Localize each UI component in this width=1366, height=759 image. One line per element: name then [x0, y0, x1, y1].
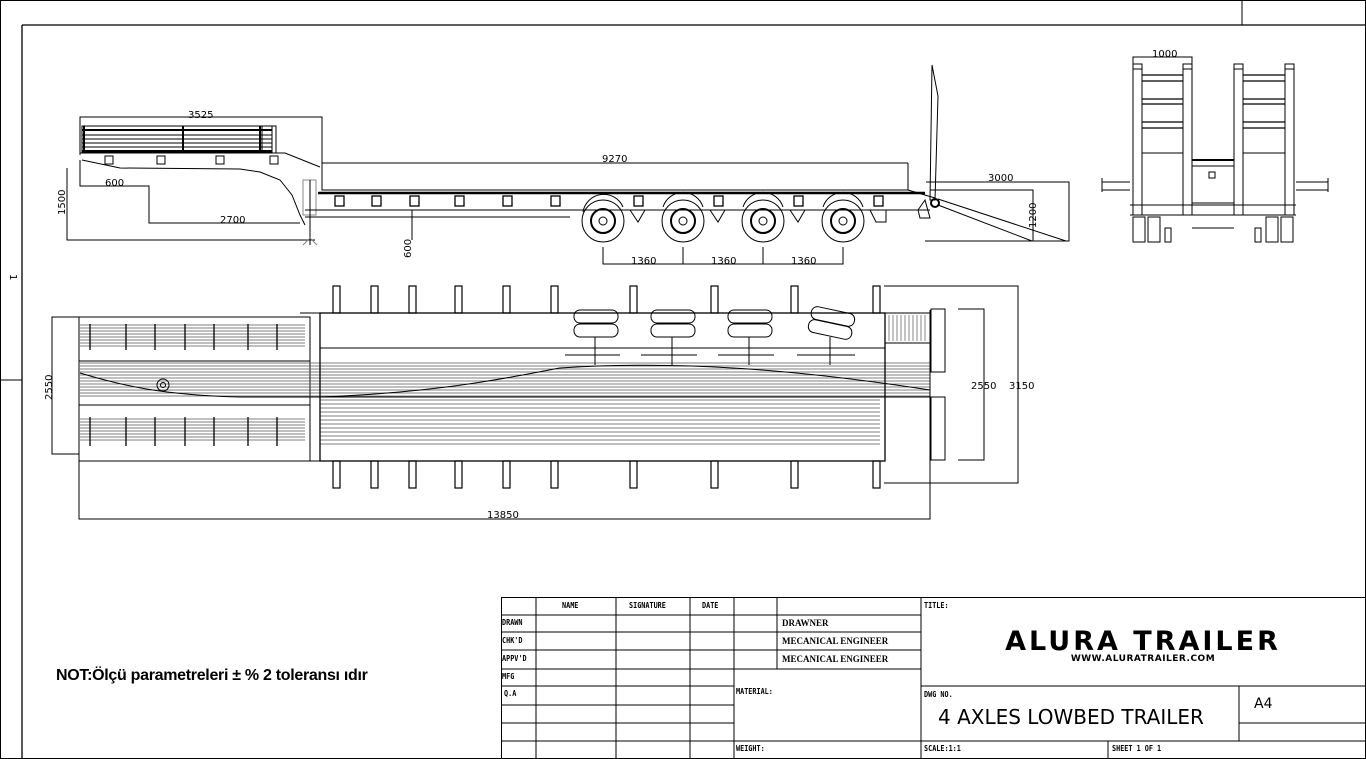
side-wheels	[581, 199, 865, 243]
tb-material-label: MATERIAL:	[736, 687, 773, 696]
side-view	[66, 64, 1070, 265]
dim-ramp-width: 1000	[1152, 49, 1177, 60]
dim-ramp-length: 3000	[988, 173, 1013, 184]
tb-scale-label: SCALE:1:1	[924, 744, 961, 753]
tb-dwg-no-label: DWG NO.	[924, 690, 953, 699]
zone-marker: 1	[7, 274, 18, 280]
dim-king-pin-offset: 600	[105, 178, 124, 189]
dim-axle-spacing-2: 1360	[711, 256, 736, 267]
tb-weight-label: WEIGHT:	[736, 744, 765, 753]
tb-row-drawn: DRAWN	[502, 618, 523, 627]
title-block-grid	[501, 597, 1366, 759]
tb-role-chkd: MECANICAL ENGINEER	[782, 636, 889, 646]
dim-neck-length: 2700	[220, 215, 245, 226]
top-view	[51, 285, 1019, 520]
dim-extended-width: 3150	[1009, 381, 1034, 392]
dim-deck-width: 2550	[971, 381, 996, 392]
company-website: WWW.ALURATRAILER.COM	[1070, 654, 1216, 664]
dim-ramp-height: 1200	[1028, 203, 1039, 228]
tb-role-appvd: MECANICAL ENGINEER	[782, 654, 889, 664]
tolerance-note: NOT:Ölçü parametreleri ± % 2 toleransı ı…	[56, 667, 368, 684]
tb-row-mfg: MFG	[502, 672, 515, 681]
company-logo: ALURA TRAILER	[1005, 626, 1281, 657]
tb-role-drawner: DRAWNER	[782, 618, 829, 628]
tb-row-appvd: APPV'D	[502, 654, 527, 663]
dim-top-width: 2550	[44, 375, 55, 400]
dim-deck-height: 600	[403, 239, 414, 258]
dim-overall-length: 13850	[487, 510, 519, 521]
tb-title-label: TITLE:	[924, 601, 949, 610]
dim-gooseneck-height: 1500	[57, 190, 68, 215]
drawing-title: 4 AXLES LOWBED TRAILER	[938, 705, 1204, 729]
dim-deck-length: 9270	[602, 154, 627, 165]
dim-axle-spacing-1: 1360	[631, 256, 656, 267]
dim-gooseneck-length: 3525	[188, 110, 213, 121]
tb-header-date: DATE	[702, 601, 719, 610]
tb-header-signature: SIGNATURE	[629, 601, 666, 610]
rear-view	[1101, 56, 1329, 243]
dim-axle-spacing-3: 1360	[791, 256, 816, 267]
tb-row-qa: Q.A	[504, 689, 517, 698]
sheet-size: A4	[1254, 696, 1273, 712]
tb-row-chkd: CHK'D	[502, 636, 523, 645]
tb-sheet-label: SHEET 1 OF 1	[1112, 744, 1162, 753]
tb-header-name: NAME	[562, 601, 579, 610]
